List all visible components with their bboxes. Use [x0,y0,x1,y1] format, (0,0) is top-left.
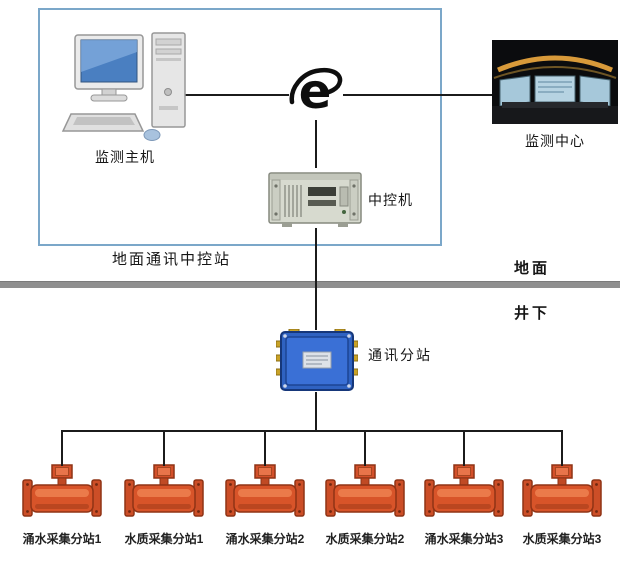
monitoring-center-label: 监测中心 [525,133,585,149]
connector-bus-line [61,430,563,432]
device-label: 水质采集分站1 [124,532,204,546]
rack-server-icon [268,172,362,227]
collector-device: 水质采集分站3 [507,464,617,547]
collector-pump-icon [424,464,504,517]
connector-drop-line [561,430,563,466]
collector-pump-icon [124,464,204,517]
junction-box-icon [275,328,359,391]
internet-e-icon: e [289,64,343,120]
collector-device: 水质采集分站2 [310,464,420,547]
monitoring-center-image [492,40,618,129]
surface-station-label: 地面通讯中控站 [112,251,232,268]
connector-drop-line [61,430,63,466]
substation-image [275,328,359,398]
device-label: 涌水采集分站2 [225,532,305,546]
control-machine-label: 中控机 [368,192,413,208]
collector-pump-icon [325,464,405,517]
collector-pump-icon [522,464,602,517]
connector-drop-line [364,430,366,466]
desktop-computer-icon [61,32,186,141]
control-room-icon [492,40,618,124]
device-label: 水质采集分站2 [325,532,405,546]
monitoring-host-image [55,30,190,147]
collector-device: 涌水采集分站1 [7,464,117,547]
connector-line-control-to-substation [315,228,317,330]
surface-underground-divider [0,281,620,288]
collector-device: 水质采集分站1 [109,464,219,547]
collector-pump-icon [225,464,305,517]
collector-pump-icon [22,464,102,517]
connector-drop-line [163,430,165,466]
device-label: 涌水采集分站3 [424,532,504,546]
connector-drop-line [264,430,266,466]
collector-device: 涌水采集分站2 [210,464,320,547]
connector-line-substation-to-bus [315,392,317,432]
internet-icon: e [289,62,343,120]
device-label: 水质采集分站3 [522,532,602,546]
device-label: 涌水采集分站1 [22,532,102,546]
surface-station-box [38,8,442,246]
control-machine-image [268,167,362,234]
substation-label: 通讯分站 [368,347,432,363]
connector-line-internet-to-control [315,120,317,168]
collector-device: 涌水采集分站3 [409,464,519,547]
underground-zone-label: 井下 [514,305,551,322]
monitoring-host-label: 监测主机 [95,149,155,165]
surface-zone-label: 地面 [514,260,551,277]
connector-drop-line [463,430,465,466]
